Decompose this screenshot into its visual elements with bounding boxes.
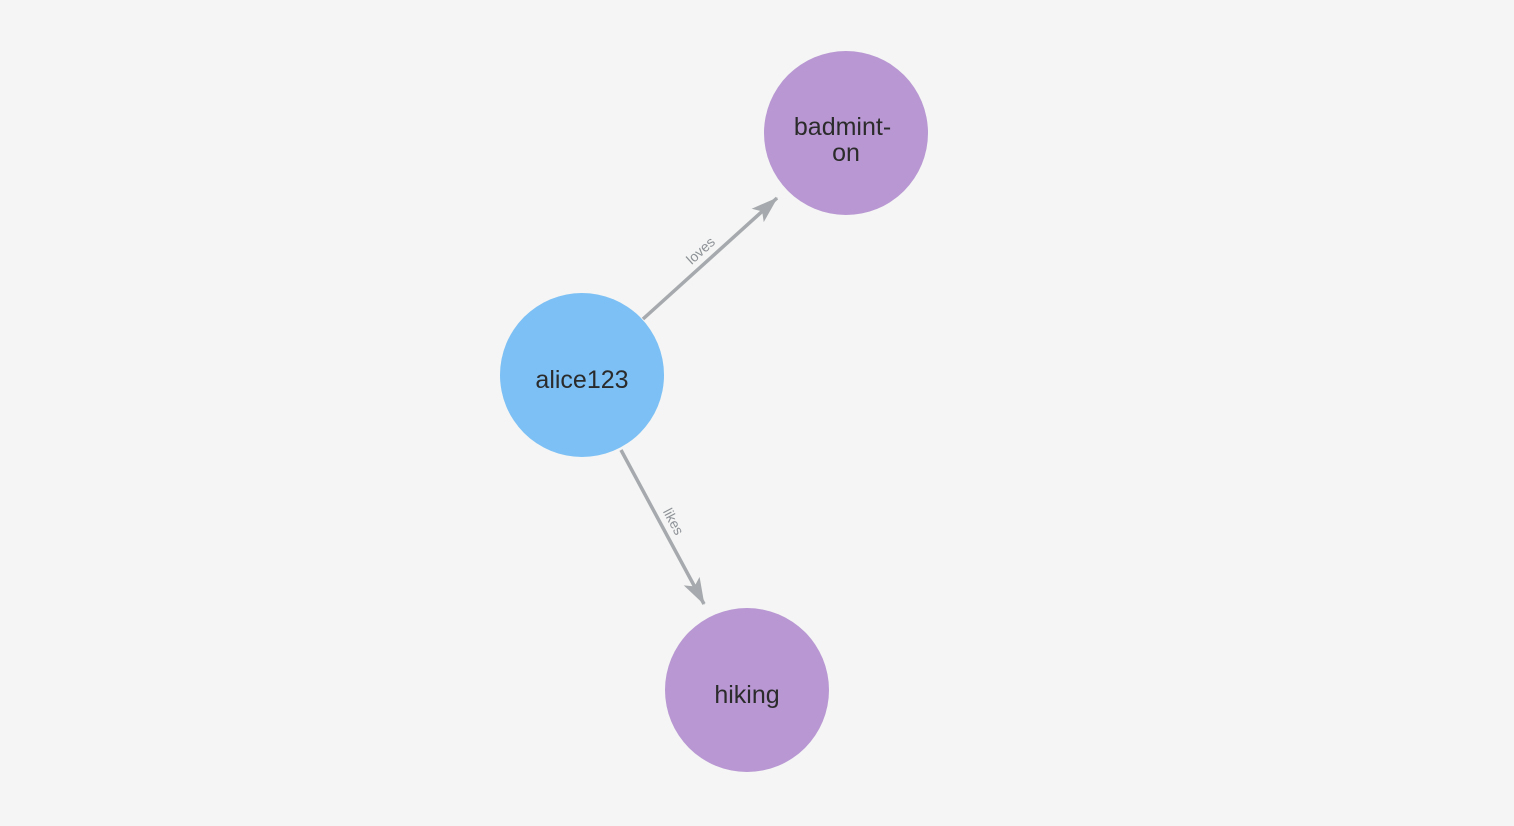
node-circle-badminton[interactable] <box>764 51 928 215</box>
edge-line-likes[interactable] <box>619 449 706 605</box>
edge-line-loves[interactable] <box>641 196 779 321</box>
graph-node-hiking[interactable]: hiking <box>665 608 829 772</box>
node-circle-alice123[interactable] <box>500 293 664 457</box>
graph-node-badminton[interactable]: badmint- on <box>764 51 928 215</box>
graph-node-alice123[interactable]: alice123 <box>500 293 664 457</box>
node-circle-hiking[interactable] <box>665 608 829 772</box>
